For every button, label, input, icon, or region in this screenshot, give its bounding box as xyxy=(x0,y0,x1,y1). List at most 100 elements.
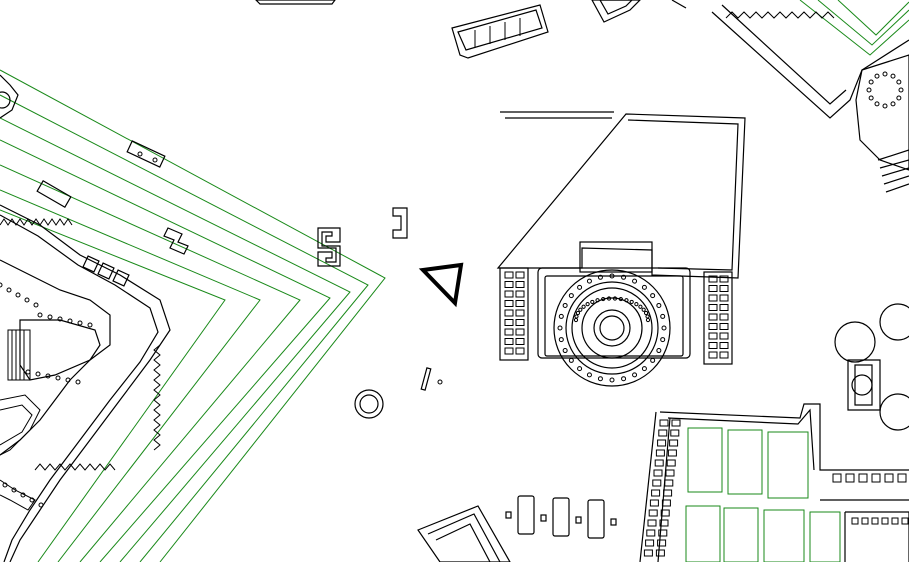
column-dot xyxy=(15,292,21,298)
room-cell xyxy=(660,509,670,517)
room-cell xyxy=(658,429,668,437)
room-cell xyxy=(666,459,676,467)
room-cell xyxy=(871,473,881,483)
room-cell xyxy=(719,342,729,349)
room-cell xyxy=(657,439,667,447)
column-dot xyxy=(874,73,880,79)
column-dot xyxy=(581,304,586,309)
room-cell xyxy=(515,300,525,307)
column-dot xyxy=(77,320,83,326)
column-dot xyxy=(882,71,888,77)
room-cell xyxy=(657,539,667,547)
column-dot xyxy=(643,310,649,316)
room-cell xyxy=(653,469,663,477)
column-dot xyxy=(573,317,579,323)
column-dot xyxy=(645,314,650,319)
room-cell xyxy=(708,313,718,321)
column-dot xyxy=(557,325,563,331)
column-dot xyxy=(890,73,896,79)
column-dot xyxy=(568,357,574,363)
column-dot xyxy=(621,274,627,280)
column-dot xyxy=(24,297,30,303)
room-cell xyxy=(861,517,869,525)
column-dot xyxy=(609,377,615,383)
wing-cells xyxy=(504,271,729,359)
column-dot xyxy=(641,284,647,290)
bottom-right-stoa xyxy=(639,403,909,562)
column-dot xyxy=(578,307,583,312)
column-dot xyxy=(595,298,600,303)
column-dot xyxy=(629,299,634,305)
terrace-lines xyxy=(0,69,386,562)
room-cell xyxy=(649,499,659,507)
room-cell xyxy=(670,429,680,437)
column-dot xyxy=(57,316,63,322)
triangle-cursor-icon[interactable] xyxy=(418,262,464,308)
room-cell xyxy=(659,519,669,527)
room-cell xyxy=(658,529,668,537)
column-dot xyxy=(609,273,615,279)
column-dot xyxy=(624,298,629,303)
room-cell xyxy=(897,473,907,483)
column-dot xyxy=(650,357,656,363)
room-cell xyxy=(504,281,514,288)
room-cell xyxy=(504,328,514,336)
left-colonnade-dots xyxy=(0,282,93,508)
room-cell xyxy=(891,517,899,525)
column-dot xyxy=(612,296,618,301)
column-dot xyxy=(660,337,666,343)
room-cell xyxy=(881,517,889,525)
room-cell xyxy=(515,281,525,288)
column-dot xyxy=(868,79,874,85)
column-dot xyxy=(898,87,904,93)
room-cell xyxy=(504,300,514,307)
column-dot xyxy=(656,302,662,308)
top-right-dots xyxy=(866,71,904,109)
column-dot xyxy=(55,375,61,381)
room-cell xyxy=(515,271,525,279)
room-cell xyxy=(643,549,653,557)
column-dot xyxy=(586,278,592,284)
column-dot xyxy=(606,296,612,301)
bottom-left-enclosure xyxy=(417,505,511,562)
room-cell xyxy=(504,290,514,298)
column-dot xyxy=(645,317,651,323)
column-dot xyxy=(597,274,603,280)
room-cell xyxy=(884,473,894,483)
column-dot xyxy=(568,293,574,299)
room-cell xyxy=(719,323,729,330)
column-dot xyxy=(632,372,638,378)
column-dot xyxy=(890,101,896,107)
room-cell xyxy=(708,342,718,349)
column-dot xyxy=(558,313,564,319)
theatre-ring-dots xyxy=(557,273,667,383)
room-cell xyxy=(708,285,718,292)
column-dot xyxy=(75,379,81,385)
room-cell xyxy=(647,519,657,527)
column-dot xyxy=(25,369,31,375)
column-dot xyxy=(641,307,646,312)
top-small-house xyxy=(591,0,687,23)
column-dot xyxy=(562,348,568,354)
room-cell xyxy=(708,304,718,311)
bottom-monuments xyxy=(505,495,617,539)
room-cell xyxy=(667,449,677,457)
room-cell xyxy=(515,338,525,345)
theatre-complex xyxy=(496,111,746,387)
top-left-fragment xyxy=(255,0,336,5)
column-dot xyxy=(866,87,872,93)
column-dot xyxy=(47,314,53,320)
room-cell xyxy=(664,479,674,487)
column-dot xyxy=(586,372,592,378)
room-cell xyxy=(504,271,514,279)
room-cell xyxy=(719,275,729,283)
column-dot xyxy=(590,299,595,305)
room-cell xyxy=(708,323,718,330)
column-dot xyxy=(87,322,93,328)
column-dot xyxy=(650,293,656,299)
room-cell xyxy=(708,294,718,302)
room-cell xyxy=(845,473,855,483)
room-cell xyxy=(515,319,525,326)
room-cell xyxy=(661,499,671,507)
